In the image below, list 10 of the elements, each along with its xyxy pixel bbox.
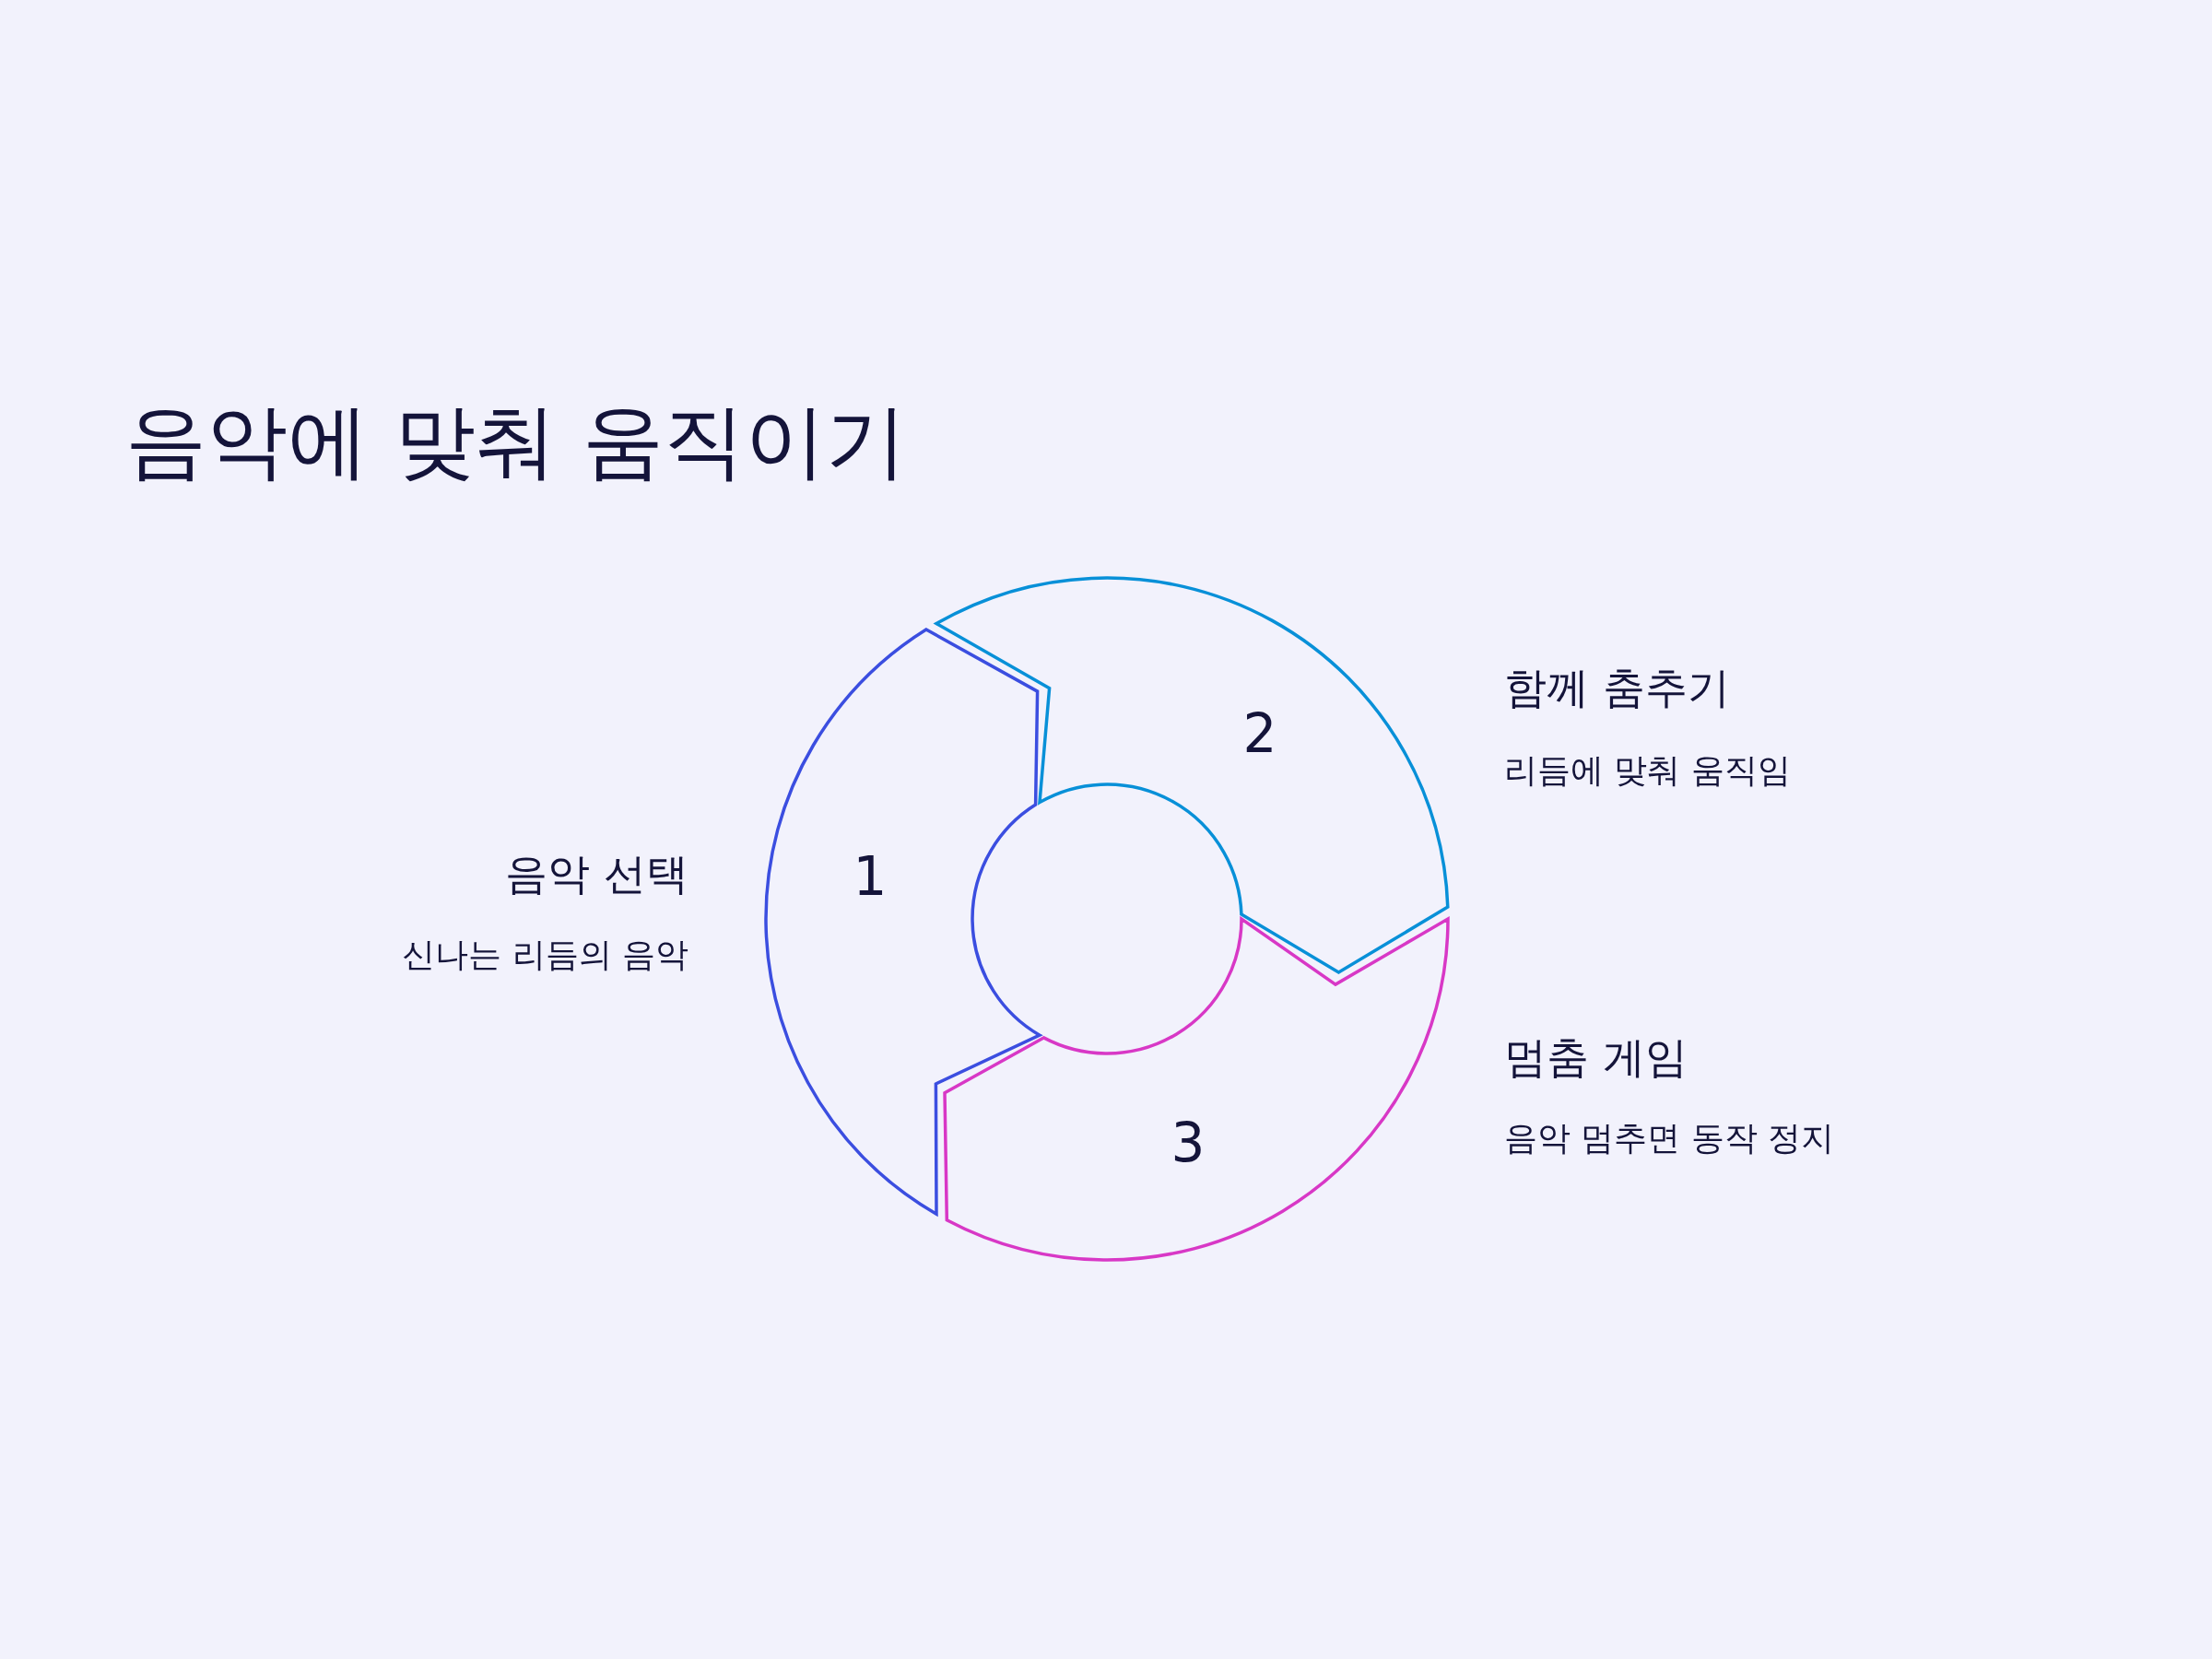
step-description: 신나는 리듬의 음악 <box>402 935 688 975</box>
step-heading: 음악 선택 <box>505 849 688 900</box>
step-number: 3 <box>1171 1116 1206 1170</box>
step-heading: 함께 춤추기 <box>1504 663 1730 714</box>
step-description: 리듬에 맞춰 움직임 <box>1504 750 1791 791</box>
title: 음악에 맞춰 움직이기 <box>125 393 907 490</box>
step-heading: 멈춤 게임 <box>1504 1032 1688 1084</box>
step-description: 음악 멈추면 동작 정지 <box>1504 1118 1835 1159</box>
step-number: 1 <box>853 850 888 903</box>
step-number: 2 <box>1242 707 1277 760</box>
